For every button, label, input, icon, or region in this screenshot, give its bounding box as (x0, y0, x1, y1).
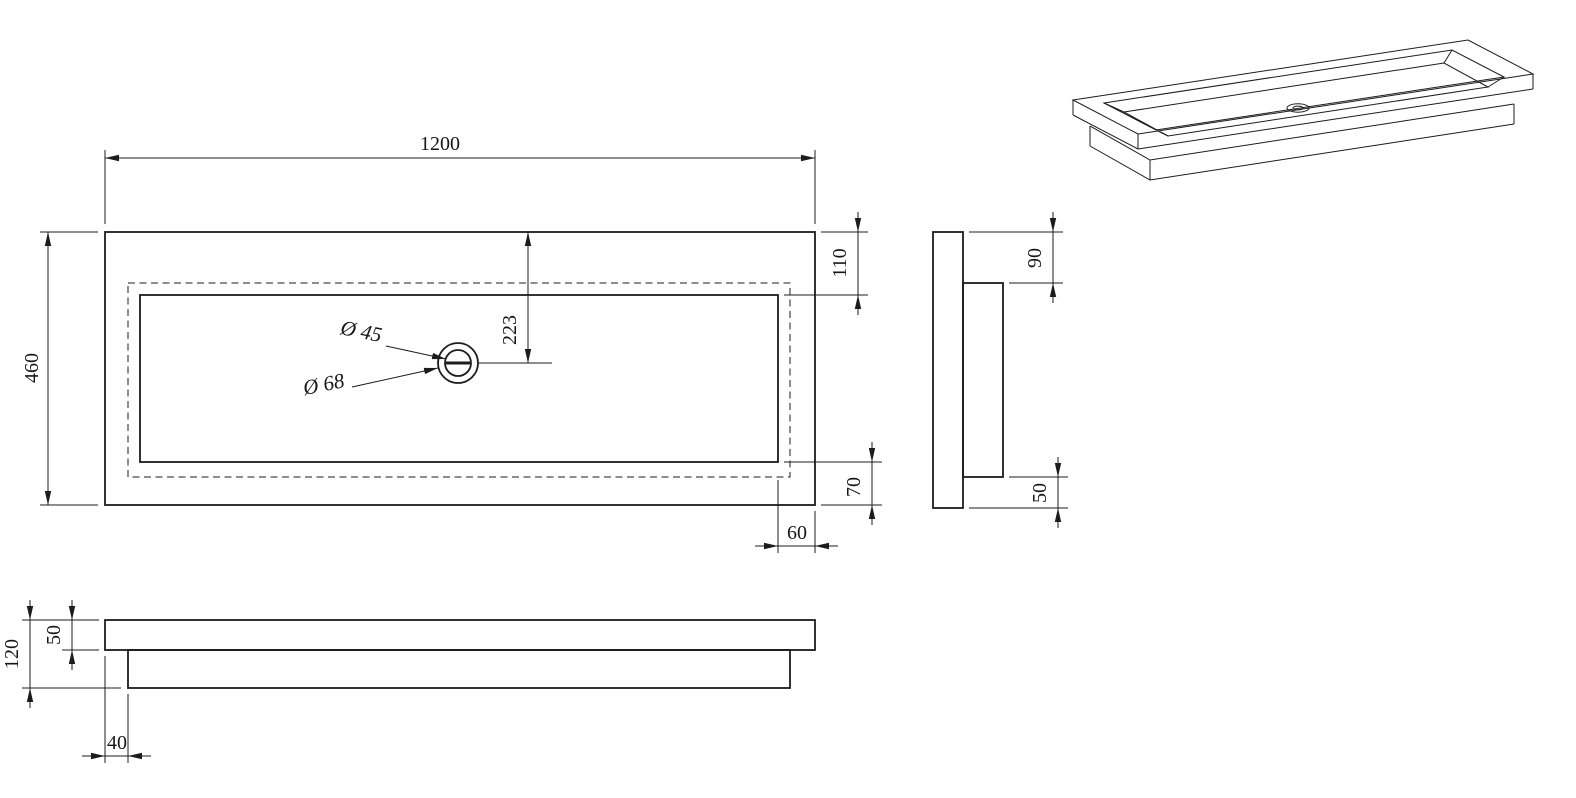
side-dim-bottom-extension-lines (969, 476, 1068, 509)
front-slab-edge (104, 619, 816, 651)
front-dim-slab-label: 50 (43, 625, 65, 645)
dim-width-label: 1200 (420, 133, 460, 155)
front-dim-height: 120 (1, 600, 121, 708)
side-dim-bottom: 50 (969, 457, 1068, 528)
side-dim-top: 90 (969, 212, 1063, 303)
front-dim-ledge: 40 (82, 656, 151, 763)
isometric-basin-body-edges (1089, 103, 1515, 181)
plan-basin-opening-edge (139, 294, 779, 463)
isometric-slab-thickness-edges (1072, 74, 1534, 150)
side-slab-edge (932, 231, 964, 509)
front-dim-ledge-extension-lines (104, 656, 129, 763)
front-basin-body-edge (127, 649, 791, 689)
side-dim-top-label: 90 (1024, 248, 1046, 268)
side-dim-top-extension-lines (969, 231, 1063, 284)
drain-callouts: Ø 45 Ø 68 (300, 315, 447, 400)
plan-outer-edge (104, 231, 816, 506)
drain-inner-dia-label: Ø 45 (338, 315, 384, 347)
isometric-basin-wall-edges (1103, 49, 1505, 137)
plan-basin-body-hidden-edge (127, 282, 791, 478)
isometric-drain-inner (1292, 105, 1304, 111)
dim-rim-right-label: 60 (787, 522, 807, 544)
dim-drain-offset-label: 223 (499, 315, 521, 345)
drain (437, 342, 479, 384)
drain-outer-leader-line (351, 367, 439, 388)
dim-rim-bottom-extension-lines (784, 461, 882, 506)
dim-width: 1200 (104, 133, 816, 224)
side-basin-body-edge (962, 282, 1004, 478)
dim-width-extension-lines (104, 150, 816, 224)
dim-depth: 460 (21, 231, 98, 506)
front-dim-height-label: 120 (1, 639, 23, 669)
dim-depth-label: 460 (21, 353, 43, 383)
front-dim-slab: 50 (43, 600, 99, 670)
front-dim-ledge-label: 40 (107, 732, 127, 754)
front-view (104, 619, 816, 689)
side-view (932, 231, 1004, 509)
drain-inner-leader-line (385, 345, 447, 360)
dim-rim-top: 110 (784, 212, 868, 315)
plan-view (104, 231, 816, 506)
drain-outer-dia-label: Ø 68 (300, 368, 347, 400)
dim-rim-bottom-label: 70 (843, 477, 865, 497)
dim-rim-bottom: 70 (784, 442, 882, 525)
drain-inner-circle (444, 349, 472, 377)
isometric-rim-faces (1071, 39, 1535, 137)
dim-rim-top-label: 110 (829, 248, 851, 277)
dim-rim-top-extension-lines (784, 231, 868, 296)
side-dim-bottom-label: 50 (1029, 483, 1051, 503)
dim-drain-offset: 223 (478, 232, 552, 364)
isometric-view (1071, 39, 1535, 181)
dim-depth-extension-lines (40, 231, 98, 506)
isometric-drain-outer (1286, 103, 1310, 113)
dim-rim-right: 60 (755, 480, 838, 553)
